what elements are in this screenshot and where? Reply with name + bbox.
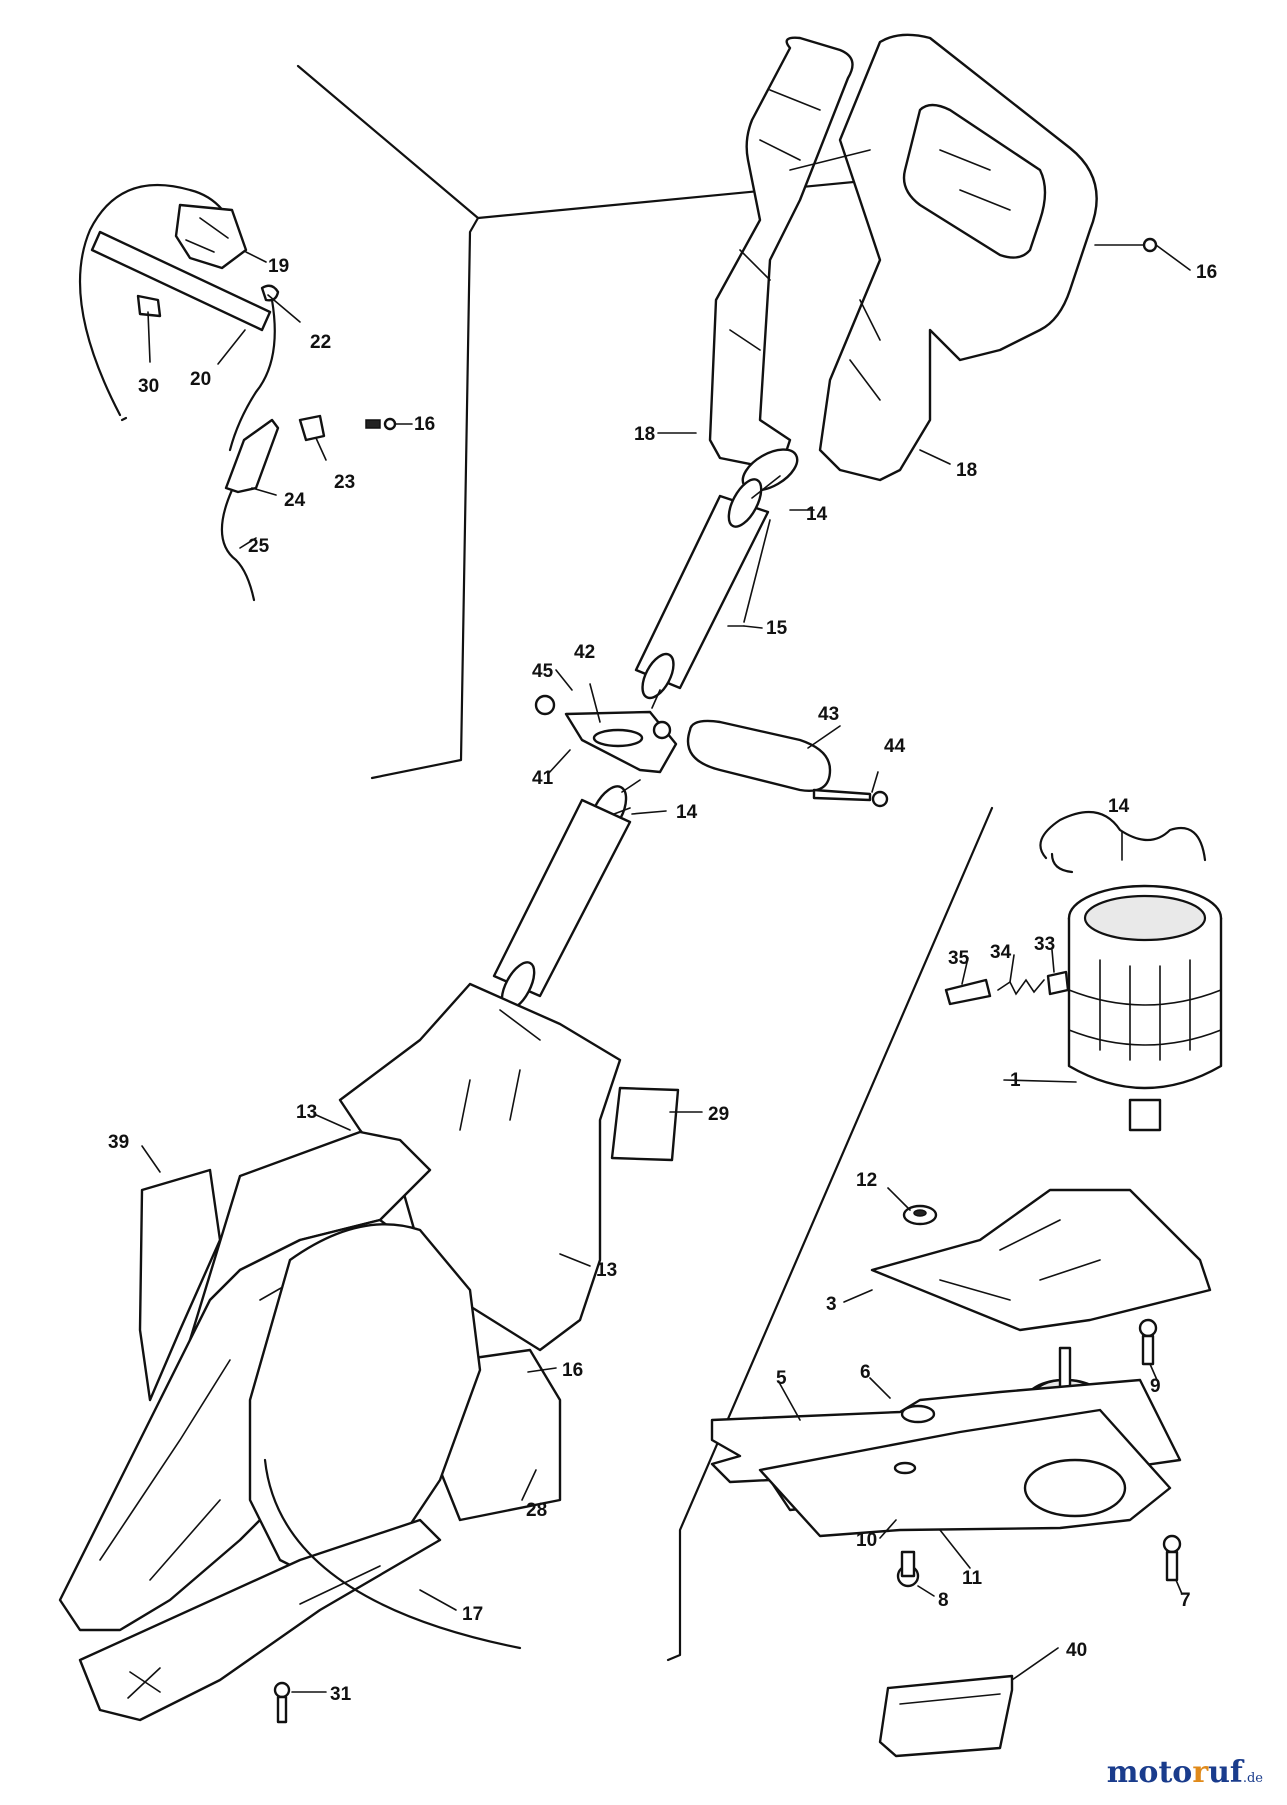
leader-handle-half xyxy=(789,149,871,171)
callout-16-cover: 16 xyxy=(562,1360,583,1381)
clamp-bracket xyxy=(534,694,678,774)
callout-44: 44 xyxy=(884,736,906,757)
callout-23: 23 xyxy=(334,472,355,493)
callout-41: 41 xyxy=(532,768,554,789)
callout-leader-lines xyxy=(141,432,1183,1693)
callout-35: 35 xyxy=(948,948,970,969)
motor xyxy=(1039,810,1223,1132)
screw-16-handle xyxy=(1094,237,1191,271)
side-panel-39 xyxy=(138,1168,222,1402)
callout-39: 39 xyxy=(108,1132,129,1153)
callout-40: 40 xyxy=(1066,1640,1087,1661)
callout-1: 1 xyxy=(1010,1070,1021,1091)
callout-6: 6 xyxy=(860,1362,871,1383)
screw-7 xyxy=(1162,1534,1182,1582)
callout-10: 10 xyxy=(856,1530,877,1551)
callout-33: 33 xyxy=(1034,934,1055,955)
callout-28: 28 xyxy=(526,1500,547,1521)
callout-8: 8 xyxy=(938,1590,949,1611)
callout-3: 3 xyxy=(826,1294,837,1315)
callout-14-lower: 14 xyxy=(676,802,698,823)
callout-25: 25 xyxy=(248,536,270,557)
label-plate-29 xyxy=(610,1086,680,1162)
section-divider-lines xyxy=(296,64,1002,1662)
callout-42: 42 xyxy=(574,642,595,663)
callout-5: 5 xyxy=(776,1368,787,1389)
upper-shaft-tube xyxy=(634,448,799,709)
watermark-text-accent: r xyxy=(1192,1755,1209,1790)
callout-29: 29 xyxy=(708,1104,729,1125)
callout-16-switch: 16 xyxy=(414,414,435,435)
callout-20: 20 xyxy=(190,369,211,390)
switch-cable-assembly xyxy=(78,183,397,602)
screw-31 xyxy=(273,1681,291,1724)
callout-13-upper: 13 xyxy=(296,1102,317,1123)
handle-half-left xyxy=(708,36,854,472)
callout-13-lower: 13 xyxy=(596,1260,617,1281)
watermark-text-post: uf xyxy=(1208,1755,1243,1790)
brush-parts-33-35 xyxy=(944,970,1070,1006)
cut-arc xyxy=(263,1458,522,1650)
screw-9 xyxy=(1138,1318,1158,1366)
callout-22: 22 xyxy=(310,332,331,353)
callout-30: 30 xyxy=(138,376,159,397)
gear-housing xyxy=(870,1188,1212,1332)
callout-15: 15 xyxy=(766,618,788,639)
screw-8 xyxy=(896,1550,920,1588)
handle-half-right xyxy=(818,33,1098,482)
watermark-tld: .de xyxy=(1242,1771,1263,1786)
callout-18-left: 18 xyxy=(634,424,655,445)
callout-12: 12 xyxy=(856,1170,877,1191)
callout-31: 31 xyxy=(330,1684,352,1705)
callout-7: 7 xyxy=(1180,1590,1191,1611)
callout-16-handle: 16 xyxy=(1196,262,1217,283)
base-shoe xyxy=(78,1518,442,1722)
callout-17: 17 xyxy=(462,1604,483,1625)
callout-18-right: 18 xyxy=(956,460,977,481)
callout-11: 11 xyxy=(962,1568,983,1589)
callout-24: 24 xyxy=(284,490,306,511)
auxiliary-grip xyxy=(686,719,889,808)
nut-12 xyxy=(902,1204,938,1226)
callout-14-upper: 14 xyxy=(806,504,828,525)
blade-cover-40 xyxy=(878,1674,1014,1758)
leaders-switch xyxy=(147,251,413,549)
blade-assembly xyxy=(710,1378,1182,1538)
callout-45: 45 xyxy=(532,661,554,682)
callout-9: 9 xyxy=(1150,1376,1161,1397)
callout-19: 19 xyxy=(268,256,289,277)
watermark-logo: motoruf.de xyxy=(1107,1755,1263,1790)
lower-shaft-tube xyxy=(492,779,641,1011)
cover-28 xyxy=(248,1223,562,1592)
watermark-text-pre: moto xyxy=(1106,1755,1193,1790)
callout-43: 43 xyxy=(818,704,839,725)
callout-14-motor: 14 xyxy=(1108,796,1130,817)
callout-labels: 16 19 22 30 20 16 23 24 25 18 18 14 15 4… xyxy=(108,256,1217,1705)
callout-34: 34 xyxy=(990,942,1012,963)
